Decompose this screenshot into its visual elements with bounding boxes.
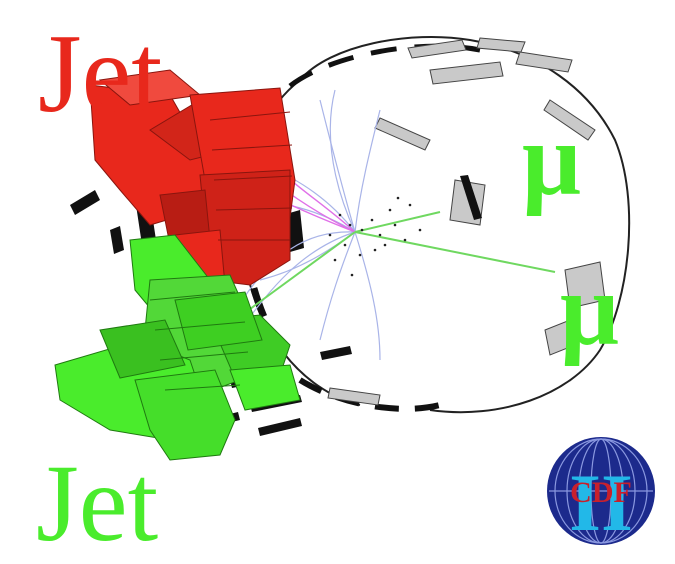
muon-label-upper: μ xyxy=(522,102,581,217)
green-jet-towers xyxy=(54,234,301,461)
jet-label-top: Jet xyxy=(38,12,163,136)
logo-text: CDF xyxy=(570,476,632,509)
jet-label-bottom: Jet xyxy=(36,442,159,564)
cdf-logo: II CDF xyxy=(547,437,655,547)
red-jet-towers xyxy=(89,69,296,291)
muon-tracks xyxy=(234,211,556,321)
muon-label-lower: μ xyxy=(560,252,619,367)
vertex-hits xyxy=(328,196,422,277)
logo-numeral: II xyxy=(569,457,633,547)
